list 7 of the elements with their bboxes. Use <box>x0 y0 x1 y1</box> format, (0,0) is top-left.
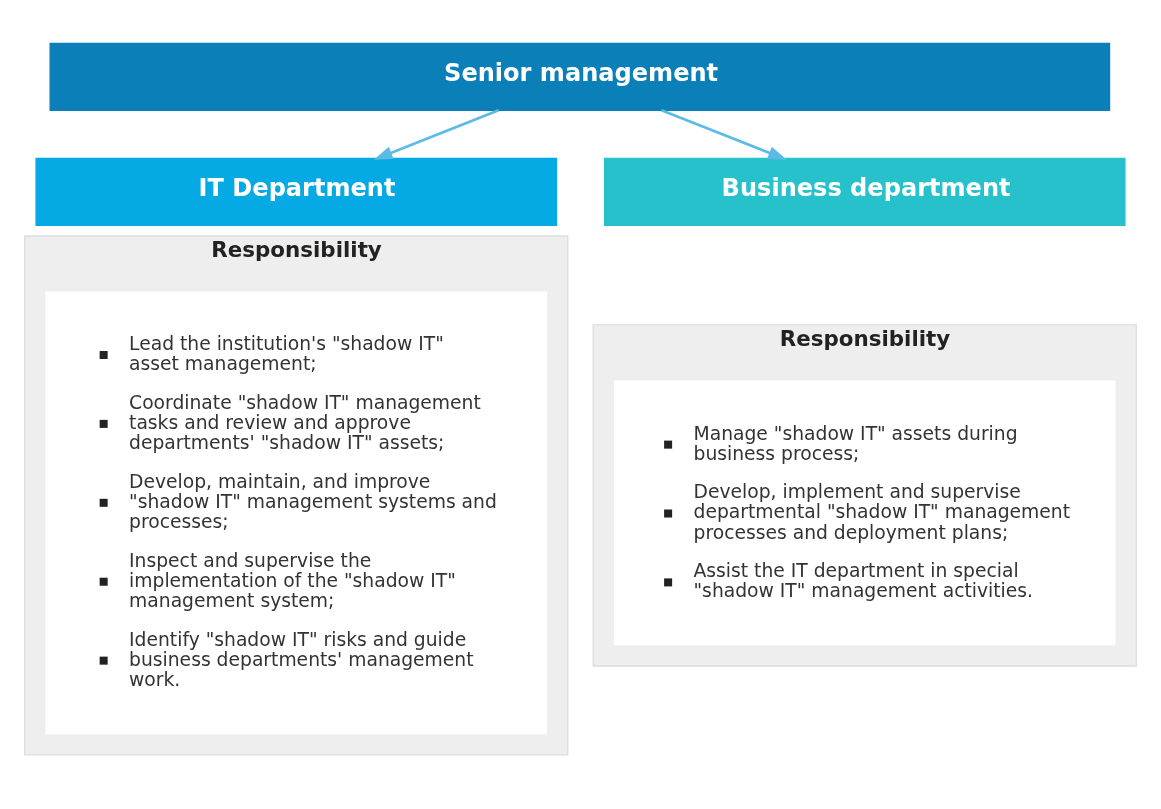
node-box: Manage "shadow IT" assets during business process; Develop, implement and supervise departmental "shadow IT" management processes and deployment plans; Assist the IT department in special "shadow IT" management activities. <box>613 380 1116 646</box>
node-box: IT Department <box>35 157 558 226</box>
node-box: Lead the institution's "shadow IT" asset management; Coordinate "shadow IT" management tasks and review and approve departments' "shadow IT" assets; Develop, maintain, and improve "shadow IT" management systems and processes; Inspect and supervise the implementation of the "shadow IT" management system; Identify "shadow IT" risks and guide business departments' management work. <box>45 291 548 735</box>
arrow <box>661 109 787 160</box>
node-box: Senior management <box>49 42 1111 111</box>
node-box: Business department <box>603 157 1126 226</box>
arrow <box>373 109 500 160</box>
